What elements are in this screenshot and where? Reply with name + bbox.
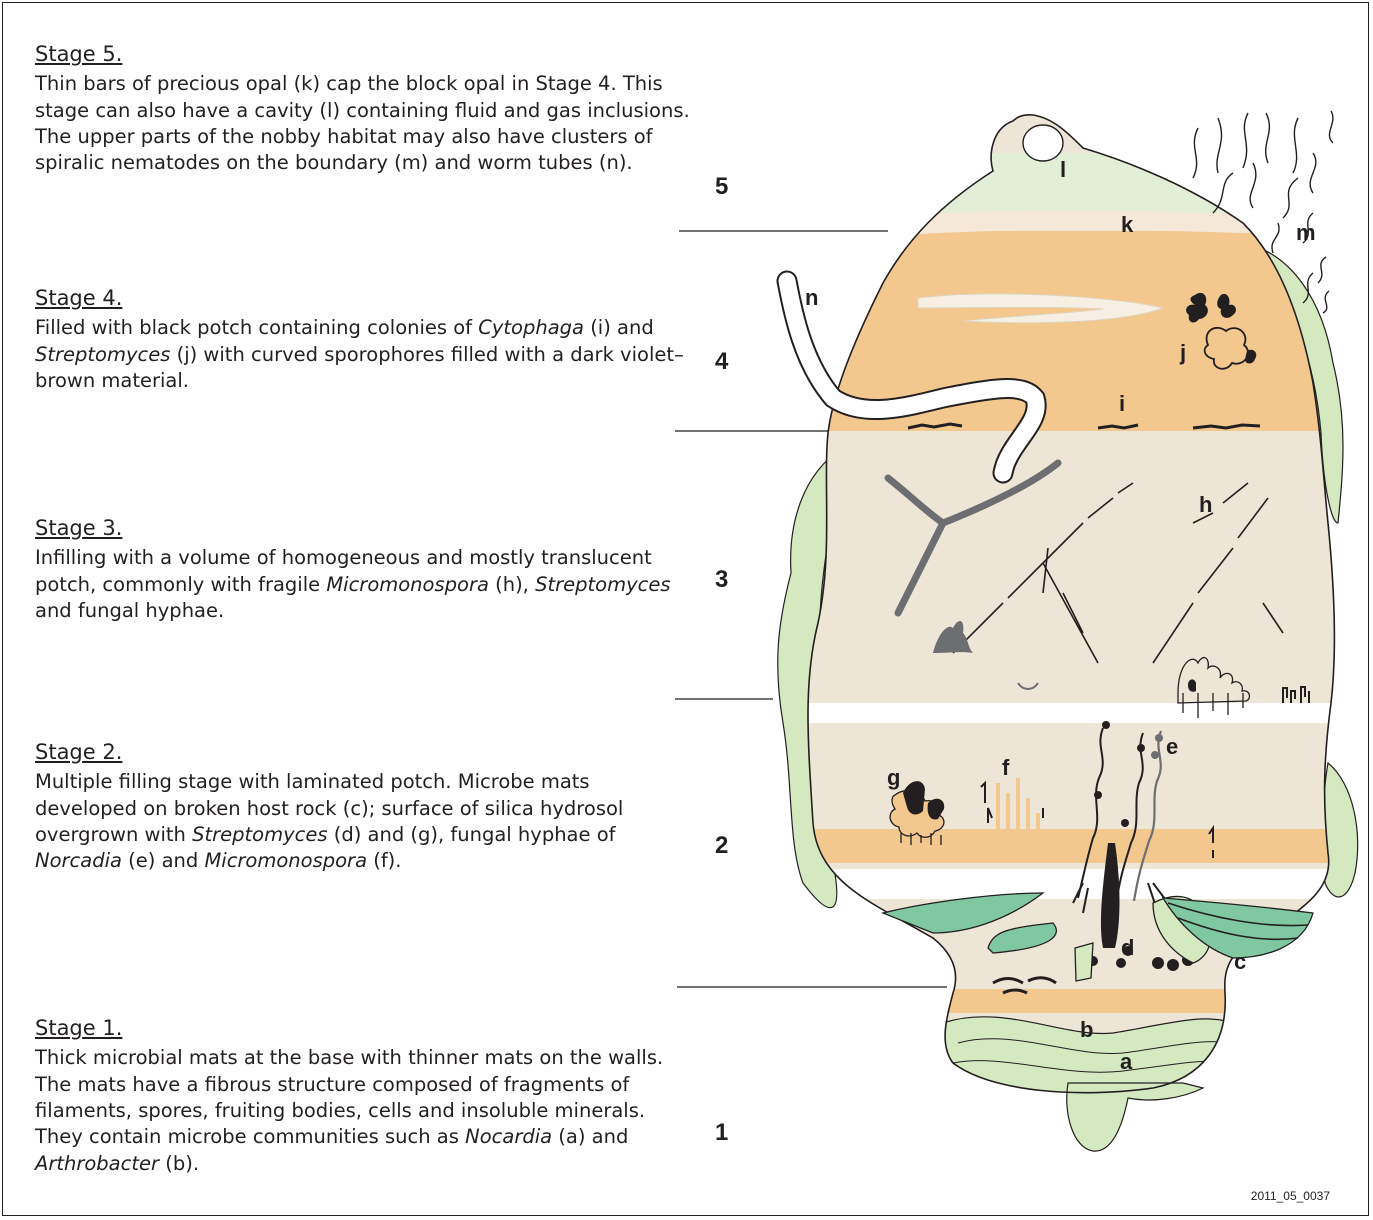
stage3-white-gap [783, 703, 1363, 723]
cavity-zone [783, 153, 1363, 215]
stage-number-2: 2 [715, 832, 728, 860]
stage-5-title: Stage 5. [35, 41, 695, 67]
stage-5-description: Thin bars of precious opal (k) cap the b… [35, 71, 695, 176]
label-j: j [1179, 340, 1186, 365]
label-k: k [1121, 212, 1134, 237]
stage-1-title: Stage 1. [35, 1015, 695, 1041]
label-e: e [1166, 734, 1178, 759]
stage-3-block: Stage 3. Infilling with a volume of homo… [35, 515, 695, 624]
label-c: c [1234, 949, 1246, 974]
stage-4-title: Stage 4. [35, 285, 695, 311]
stage-2-block: Stage 2. Multiple filling stage with lam… [35, 739, 695, 875]
stage-3-title: Stage 3. [35, 515, 695, 541]
stage-4-description: Filled with black potch containing colon… [35, 315, 695, 394]
stage-number-4: 4 [715, 348, 728, 376]
label-m: m [1296, 220, 1316, 245]
stage1-orange-band [783, 989, 1363, 1013]
label-g: g [887, 765, 900, 790]
stage-3-description: Infilling with a volume of homogeneous a… [35, 545, 695, 624]
label-l: l [1060, 157, 1066, 182]
label-h: h [1199, 492, 1212, 517]
label-i: i [1119, 391, 1125, 416]
cavity-l [1023, 125, 1063, 161]
label-a: a [1120, 1049, 1133, 1074]
label-b: b [1080, 1017, 1093, 1042]
nobby-body [783, 103, 1363, 1103]
right-wall-mat-lower [1323, 763, 1358, 897]
stage-2-description: Multiple filling stage with laminated po… [35, 769, 695, 874]
stage-4-block: Stage 4. Filled with black potch contain… [35, 285, 695, 394]
stage-number-1: 1 [715, 1119, 728, 1147]
stage-1-block: Stage 1. Thick microbial mats at the bas… [35, 1015, 695, 1177]
stage-number-3: 3 [715, 566, 728, 594]
stage2-orange-band [783, 829, 1363, 863]
stage2-white-gap [783, 869, 1363, 899]
host-rock-fragment-small [1075, 943, 1093, 981]
label-d: d [1121, 935, 1134, 960]
label-f: f [1002, 755, 1010, 780]
stage-1-description: Thick microbial mats at the base with th… [35, 1045, 695, 1177]
stage-5-block: Stage 5. Thin bars of precious opal (k) … [35, 41, 695, 177]
stage-number-5: 5 [715, 173, 728, 201]
stage-2-title: Stage 2. [35, 739, 695, 765]
label-n: n [805, 285, 818, 310]
figure-id: 2011_05_0037 [1251, 1189, 1330, 1203]
